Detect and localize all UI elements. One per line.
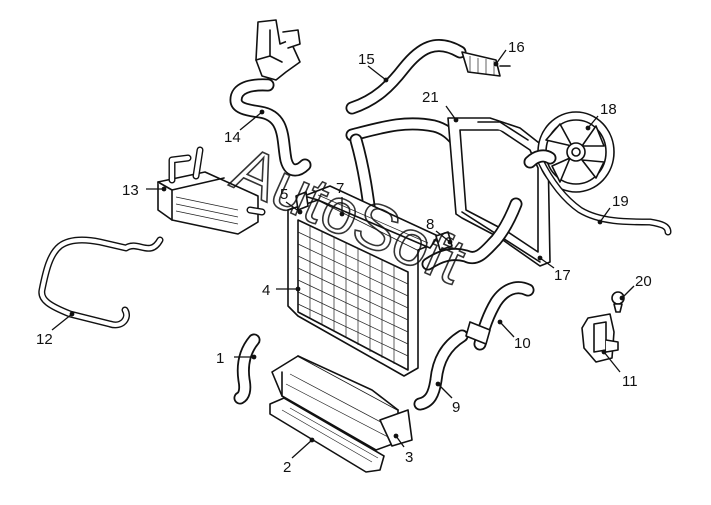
callout-p9: 9 [435,381,460,416]
hose-15 [345,39,467,115]
callout-p20: 20 [619,273,652,301]
bolt-20 [611,291,625,313]
fan-shroud-17-21 [447,117,551,267]
callout-number: 10 [514,335,531,352]
hose-8 [421,197,523,271]
callout-p18: 18 [585,101,617,131]
callout-number: 19 [612,193,629,210]
callout-p17: 17 [537,255,571,284]
callout-p5: 5 [280,186,303,215]
callout-p12: 12 [36,311,75,348]
callout-p2: 2 [283,437,315,476]
callout-number: 5 [280,186,288,203]
cooling-fan-18 [537,111,615,193]
intercooler-3 [271,355,413,451]
small-hose-1 [233,333,261,405]
callout-number: 12 [36,331,53,348]
callout-number: 8 [426,216,434,233]
pipe-19 [523,149,672,236]
callout-number: 13 [122,182,139,199]
bracket-11 [581,313,619,363]
callout-p10: 10 [497,319,531,352]
callout-number: 18 [600,101,617,118]
callout-p14: 14 [224,109,265,146]
callout-p11: 11 [601,349,638,390]
callout-p13: 13 [122,182,167,199]
callout-p4: 4 [262,282,301,299]
callout-number: 16 [508,39,525,56]
callout-number: 17 [554,267,571,284]
callout-number: 2 [283,459,291,476]
guard-2 [269,397,385,473]
callout-number: 11 [622,373,638,390]
hose-10 [465,281,535,351]
callout-number: 9 [452,399,460,416]
oil-cooler-13 [157,146,266,235]
callout-p8: 8 [426,216,453,245]
callout-number: 21 [422,89,439,106]
callout-number: 7 [336,180,344,197]
callout-p21: 21 [422,89,459,123]
lower-hose-9 [413,329,469,411]
callout-p16: 16 [493,39,525,67]
callout-p7: 7 [336,180,345,217]
callout-number: 15 [358,51,375,68]
callout-p1: 1 [216,350,257,367]
callout-number: 20 [635,273,652,290]
callout-p3: 3 [393,433,413,466]
callout-p15: 15 [358,51,389,83]
callout-p19: 19 [597,193,629,225]
callout-number: 4 [262,282,270,299]
coolant-pipe-12 [38,236,164,329]
callout-number: 3 [405,449,413,466]
connector-16 [461,51,511,77]
callout-number: 1 [216,350,224,367]
callout-number: 14 [224,129,241,146]
radiator-tank-5-7 [295,185,439,249]
